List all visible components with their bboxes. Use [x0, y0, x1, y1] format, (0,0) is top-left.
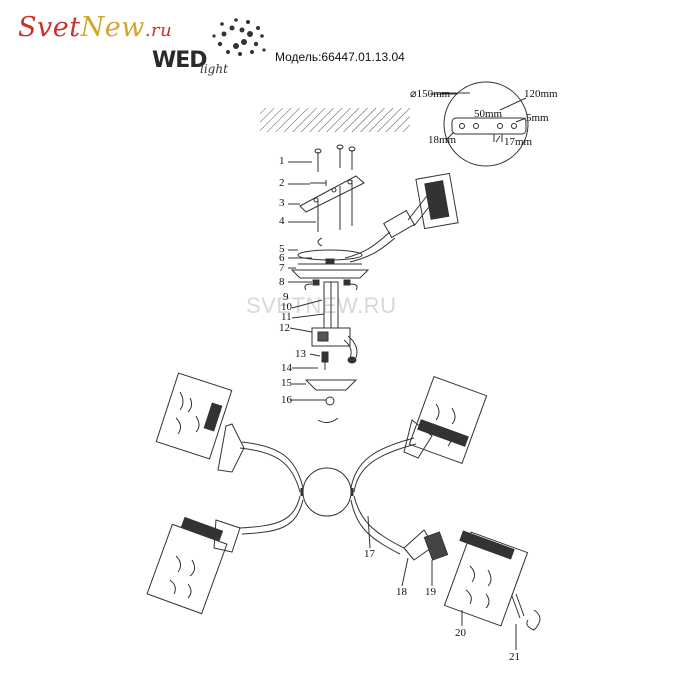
part-label-6: 6	[279, 252, 285, 264]
part-label-18: 18	[396, 586, 407, 598]
part-label-1: 1	[279, 155, 285, 167]
arm-bottom-left	[239, 495, 301, 529]
part-label-13: 13	[295, 348, 306, 360]
part-label-10: 10	[281, 301, 292, 313]
canopy	[290, 269, 370, 279]
lamp-socket	[423, 531, 449, 561]
part-label-17: 17	[364, 548, 375, 560]
part-label-15: 15	[281, 377, 292, 389]
terminal-detail	[415, 172, 459, 230]
wedo-logo-light: light	[200, 62, 228, 76]
logo-svet: Svet	[18, 12, 81, 43]
part-label-14: 14	[281, 362, 292, 374]
wedo-swirl-logo-icon	[212, 18, 266, 56]
mounting-bar	[299, 175, 365, 213]
shade-top-right	[403, 375, 488, 465]
arm-bottom-right	[353, 495, 405, 549]
wedo-logo-text: WED	[152, 48, 208, 73]
logo-ru: .ru	[144, 20, 173, 41]
dim-17: 17mm	[504, 136, 533, 148]
dim-120: 120mm	[524, 88, 558, 100]
part-label-20: 20	[455, 627, 466, 639]
dim-5: 5mm	[526, 112, 549, 124]
svetnew-logo: SvetNew.ru	[18, 12, 172, 43]
part-label-2: 2	[279, 177, 285, 189]
fixing-ring	[511, 593, 525, 619]
arm-top-left	[239, 447, 301, 493]
part-label-5: 5	[279, 243, 285, 255]
decor-cap	[304, 379, 358, 391]
bracket-detail-circle	[443, 81, 529, 167]
center-sphere	[302, 467, 352, 517]
part-label-8: 8	[279, 276, 285, 288]
part-label-21: 21	[509, 651, 520, 663]
shade-exploded	[443, 531, 529, 627]
part-label-3: 3	[279, 197, 285, 209]
part-label-11: 11	[281, 311, 292, 323]
watermark: SVETNEW.RU	[246, 293, 397, 318]
junction-box	[311, 327, 351, 347]
finial	[325, 396, 335, 406]
part-label-19: 19	[425, 586, 436, 598]
model-number: Модель:66447.01.13.04	[275, 50, 405, 64]
supply-wires	[344, 231, 391, 259]
part-label-9: 9	[283, 291, 289, 303]
part-label-12: 12	[279, 322, 290, 334]
part-label-7: 7	[279, 262, 285, 274]
arm-top-right	[353, 443, 417, 493]
dim-diameter: ⌀150mm	[410, 88, 451, 100]
ceiling-hatch	[260, 108, 410, 132]
part-label-16: 16	[281, 394, 292, 406]
shade-bottom-left	[146, 516, 241, 615]
shade-top-left	[155, 372, 245, 473]
dim-18: 18mm	[428, 134, 457, 146]
logo-new: New	[80, 12, 145, 43]
bracket-detail-plate	[451, 117, 527, 135]
dim-50: 50mm	[474, 108, 503, 120]
part-label-4: 4	[279, 215, 285, 227]
